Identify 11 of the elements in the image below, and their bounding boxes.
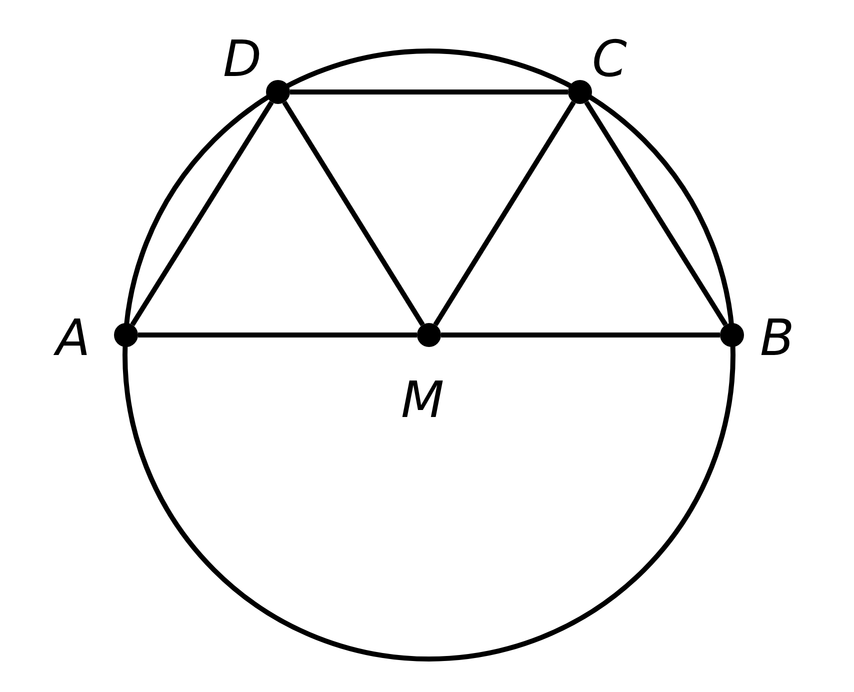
- line-segment: [138, 332, 417, 338]
- point-label: C: [592, 34, 627, 84]
- line-segment: [584, 100, 728, 326]
- point-label: M: [401, 375, 444, 425]
- line-segment: [441, 332, 720, 338]
- point-label: B: [760, 313, 794, 363]
- point-label: D: [223, 34, 262, 84]
- line-segment: [130, 100, 274, 326]
- point-label: A: [56, 313, 90, 363]
- line-segment: [282, 100, 425, 326]
- line-segment: [290, 90, 568, 94]
